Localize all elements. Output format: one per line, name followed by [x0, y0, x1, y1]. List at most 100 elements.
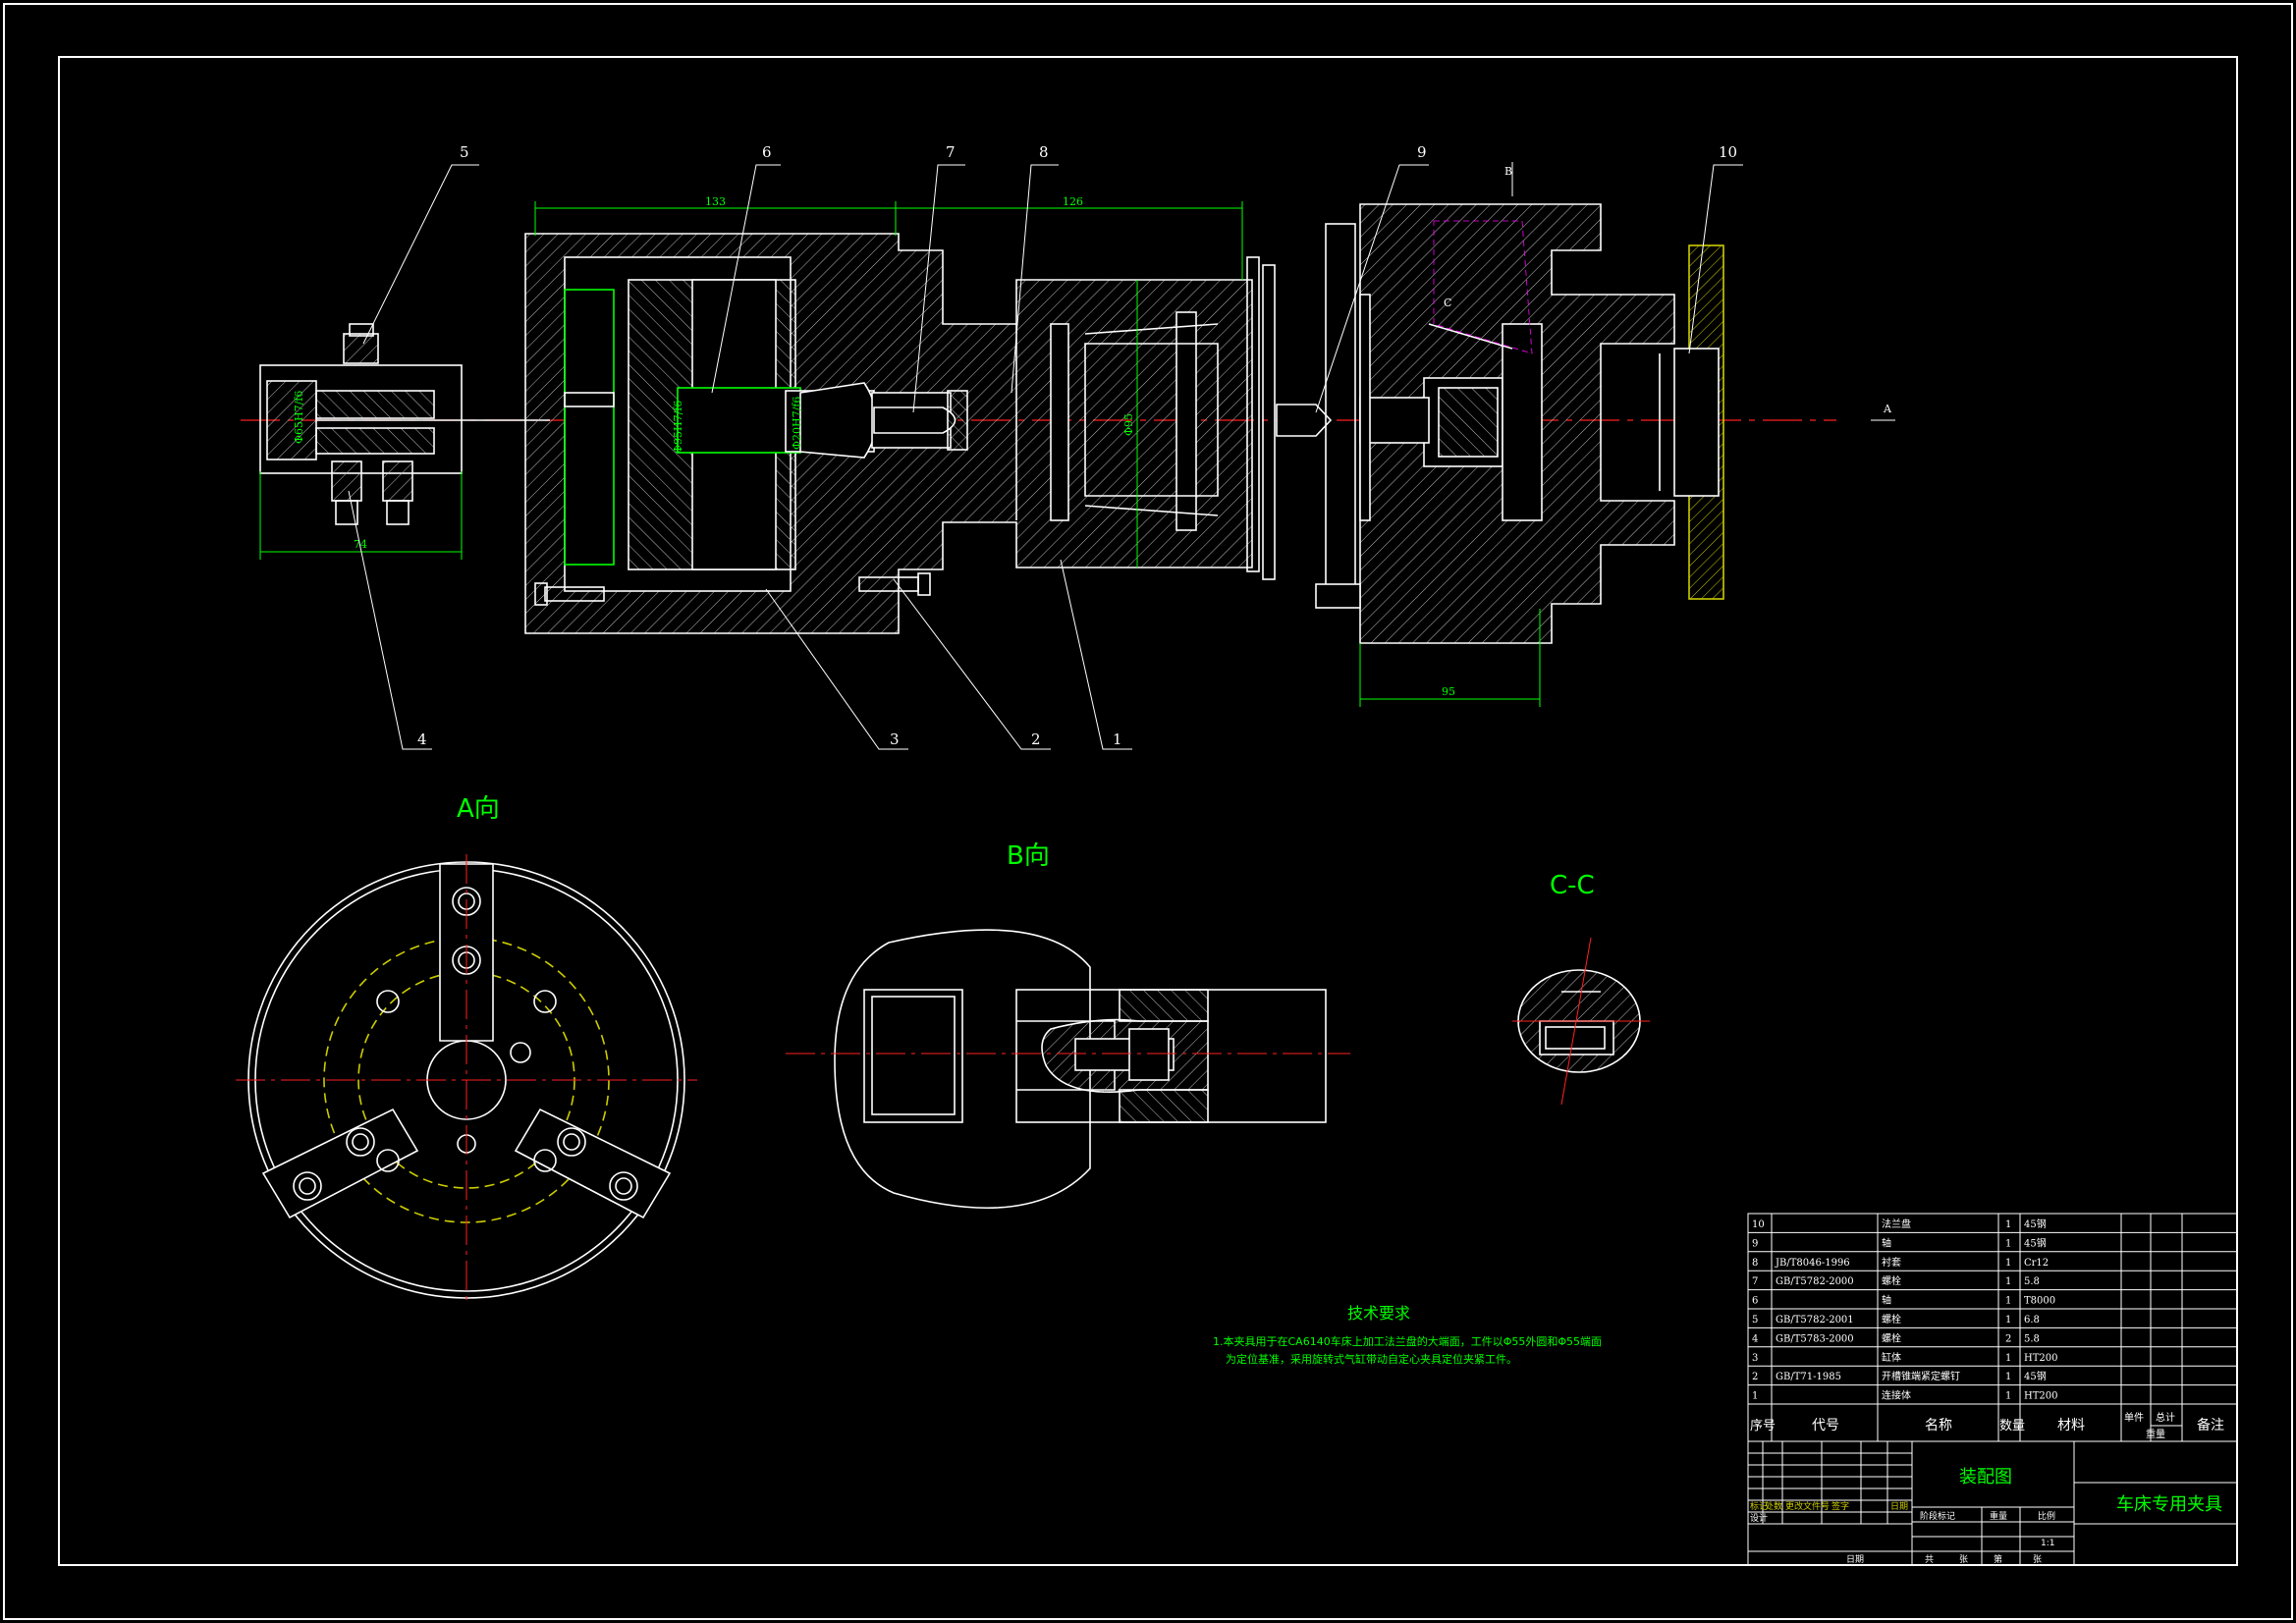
bom-cell-mat: HT200: [2024, 1391, 2057, 1402]
balloon-6: 6: [762, 143, 772, 161]
bom-cell-name: 轴: [1882, 1236, 1891, 1249]
bom-cell-code: GB/T71-1985: [1776, 1372, 1841, 1382]
bom-cell-no: 6: [1752, 1296, 1758, 1307]
part-name: 车床专用夹具: [2116, 1494, 2222, 1515]
balloon-4: 4: [417, 730, 427, 748]
bom-cell-no: 7: [1752, 1276, 1758, 1287]
tech-requirements: 技术要求 1.本夹具用于在CA6140车床上加工法兰盘的大端面，工件以Φ55外圆…: [1213, 1304, 1602, 1366]
mark-a: A: [1883, 403, 1892, 415]
bom-header-name: 名称: [1925, 1418, 1952, 1434]
dim-74: 74: [354, 538, 367, 551]
dim-126: 126: [1063, 195, 1083, 208]
tb-count: 处数: [1765, 1500, 1782, 1512]
bom-cell-name: 法兰盘: [1882, 1217, 1911, 1230]
view-cc-title: C-C: [1550, 871, 1595, 900]
bom-cell-name: 连接体: [1882, 1389, 1911, 1402]
balloon-labels: 5 6 7 8 9 10 4 3 2 1: [417, 143, 1737, 748]
bom-cell-code: GB/T5782-2001: [1776, 1315, 1854, 1325]
dim-95: 95: [1442, 685, 1455, 698]
view-a-title: A向: [457, 794, 500, 824]
tb-scale-value: 1:1: [2041, 1539, 2054, 1548]
tb-approve: 第: [1994, 1553, 2002, 1565]
bom-cell-qty: 1: [2005, 1296, 2011, 1307]
bom-cell-code: JB/T8046-1996: [1775, 1258, 1850, 1269]
dim-bore-c: Φ20H7/f6: [791, 397, 803, 450]
mark-b: B: [1504, 165, 1512, 178]
bom-cell-mat: 5.8: [2024, 1333, 2040, 1344]
title-block-text: 装配图 车床专用夹具 标记 处数 更改文件号 签字 日期 设计 阶段标记 重量 …: [1750, 1467, 2222, 1565]
dim-bore-b: Φ65H7/f6: [293, 391, 305, 444]
tb-weight: 重量: [1990, 1510, 2007, 1522]
balloon-8: 8: [1039, 143, 1049, 161]
bom-cell-qty: 1: [2005, 1219, 2011, 1230]
tech-line-2: 为定位基准，采用旋转式气缸带动自定心夹具定位夹紧工件。: [1226, 1352, 1517, 1366]
bom-cell-no: 4: [1752, 1333, 1758, 1344]
balloon-9: 9: [1417, 143, 1427, 161]
bom-cell-qty: 1: [2005, 1315, 2011, 1325]
tb-mark: 标记: [1750, 1500, 1768, 1512]
bom-cell-mat: 5.8: [2024, 1276, 2040, 1287]
bom-cell-no: 8: [1752, 1258, 1758, 1269]
bom-cell-name: 轴: [1882, 1294, 1891, 1307]
bom-cell-mat: 45钢: [2024, 1236, 2047, 1249]
tb-date: 日期: [1890, 1501, 1908, 1512]
balloon-7: 7: [946, 143, 956, 161]
balloon-5: 5: [460, 143, 469, 161]
tech-title: 技术要求: [1347, 1304, 1410, 1323]
bom-cell-mat: Cr12: [2024, 1258, 2049, 1269]
tb-date2: 日期: [1846, 1554, 1864, 1565]
tb-design: 设计: [1750, 1512, 1768, 1524]
bom-cell-mat: 6.8: [2024, 1315, 2040, 1325]
dimension-texts: 133 126 74 95 Φ95H7/f6 Φ20H7/f6 Φ65H7/f6…: [293, 165, 1892, 698]
bom-header-weight: 重量: [2146, 1428, 2165, 1440]
tb-sign: 签字: [1831, 1500, 1849, 1512]
bom-header-total: 总计: [2156, 1411, 2175, 1424]
bom-cell-no: 9: [1752, 1238, 1758, 1249]
bom-cell-name: 螺栓: [1882, 1313, 1901, 1325]
tech-line-1: 1.本夹具用于在CA6140车床上加工法兰盘的大端面，工件以Φ55外圆和Φ55端…: [1213, 1334, 1602, 1348]
bom-header-mat: 材料: [2057, 1418, 2085, 1434]
bom-cell-qty: 2: [2005, 1333, 2011, 1344]
bom-cell-no: 2: [1752, 1372, 1758, 1382]
bom-header: 序号 代号 名称 数量 材料 单件 总计 重量 备注: [1750, 1411, 2224, 1440]
view-b-title: B向: [1007, 841, 1050, 871]
tb-stage: 阶段标记: [1920, 1510, 1955, 1522]
bom-cell-no: 3: [1752, 1353, 1758, 1364]
dim-133: 133: [705, 195, 726, 208]
tb-page: 张: [1959, 1554, 1968, 1565]
mark-c: C: [1444, 297, 1451, 309]
bom-cell-mat: HT200: [2024, 1353, 2057, 1364]
inner-frame: [58, 56, 2238, 1566]
dim-body: Φ95: [1122, 413, 1135, 436]
bom-cell-name: 螺栓: [1882, 1274, 1901, 1287]
tb-sheet: 共: [1925, 1554, 1934, 1565]
bom-cell-name: 衬套: [1882, 1256, 1901, 1269]
bom-cell-qty: 1: [2005, 1372, 2011, 1382]
bom-cell-no: 1: [1752, 1391, 1758, 1402]
title-block: [1747, 1440, 2238, 1566]
bom-cell-mat: T8000: [2024, 1296, 2055, 1307]
bom-cell-qty: 1: [2005, 1391, 2011, 1402]
dim-bore-a: Φ95H7/f6: [672, 401, 684, 454]
view-b: [786, 929, 1350, 1209]
balloon-2: 2: [1031, 730, 1041, 748]
bom-header-remark: 备注: [2197, 1417, 2224, 1434]
bom-cell-name: 螺栓: [1882, 1331, 1901, 1344]
bom-cell-qty: 1: [2005, 1276, 2011, 1287]
bom-cell-qty: 1: [2005, 1258, 2011, 1269]
bom-cell-code: GB/T5782-2000: [1776, 1276, 1854, 1287]
bom-header-single: 单件: [2124, 1412, 2144, 1424]
bom-cell-qty: 1: [2005, 1238, 2011, 1249]
bom-header-qty: 数量: [1999, 1419, 2025, 1434]
tb-of: 张: [2033, 1554, 2042, 1565]
bom-cell-qty: 1: [2005, 1353, 2011, 1364]
bom-cell-no: 10: [1752, 1219, 1765, 1230]
bom-header-no: 序号: [1750, 1419, 1776, 1434]
balloon-1: 1: [1113, 730, 1122, 748]
bom-cell-name: 缸体: [1882, 1351, 1901, 1364]
bom-cell-mat: 45钢: [2024, 1217, 2047, 1230]
balloon-3: 3: [890, 730, 900, 748]
bom-cell-mat: 45钢: [2024, 1370, 2047, 1382]
